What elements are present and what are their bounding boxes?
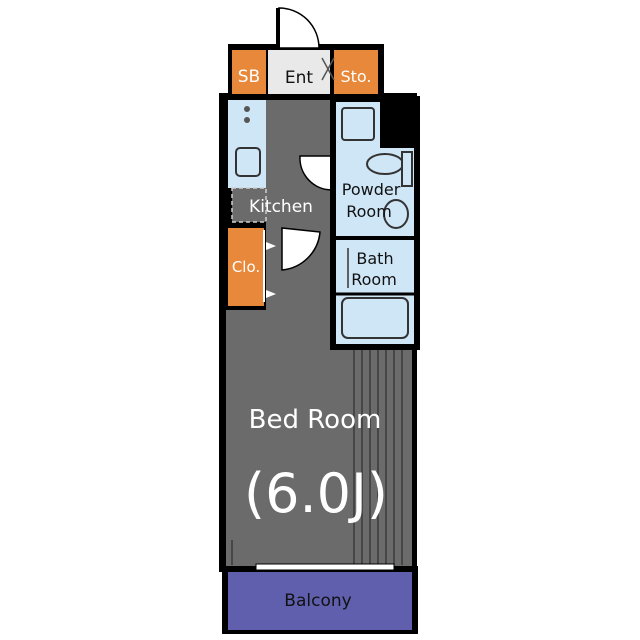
powder-door-swing: [299, 155, 333, 191]
label-bath-room-2: Room: [351, 270, 397, 289]
toilet-bowl-icon: [383, 199, 409, 229]
entrance-floor: [268, 50, 330, 94]
window: [255, 563, 395, 571]
sb-closet: [232, 50, 266, 94]
storage-closet: [334, 50, 378, 94]
label-bath-room-1: Bath: [356, 249, 393, 268]
fridge-space: [231, 187, 267, 223]
toilet-tank-icon: [401, 151, 413, 187]
label-balcony: Balcony: [284, 591, 351, 611]
closet-door-mark: [266, 242, 276, 250]
kitchen-door-swing: [281, 227, 321, 271]
bathtub-icon: [341, 297, 409, 339]
label-closet: Clo.: [232, 258, 260, 276]
label-powder-room-2: Room: [346, 202, 392, 221]
stove-burner-icon: [244, 106, 250, 112]
floor-hatching: [231, 350, 403, 565]
balcony: [228, 572, 412, 630]
label-kitchen: Kitchen: [249, 197, 313, 217]
label-powder-room-1: Powder: [342, 180, 401, 199]
label-sb: SB: [238, 67, 260, 87]
label-bed-room: Bed Room: [249, 405, 382, 435]
label-bed-room-size: (6.0J): [244, 462, 388, 525]
label-entrance: Ent: [285, 68, 314, 88]
washer-icon: [341, 107, 375, 141]
entrance-door-swing: [278, 7, 320, 49]
sink-icon: [235, 147, 261, 177]
hall-floor: [266, 100, 332, 314]
bed-room-floor: [226, 310, 412, 568]
stove-burner-icon: [244, 117, 250, 123]
label-storage: Sto.: [340, 67, 371, 86]
washbasin-icon: [366, 153, 404, 175]
closet: [228, 228, 264, 306]
